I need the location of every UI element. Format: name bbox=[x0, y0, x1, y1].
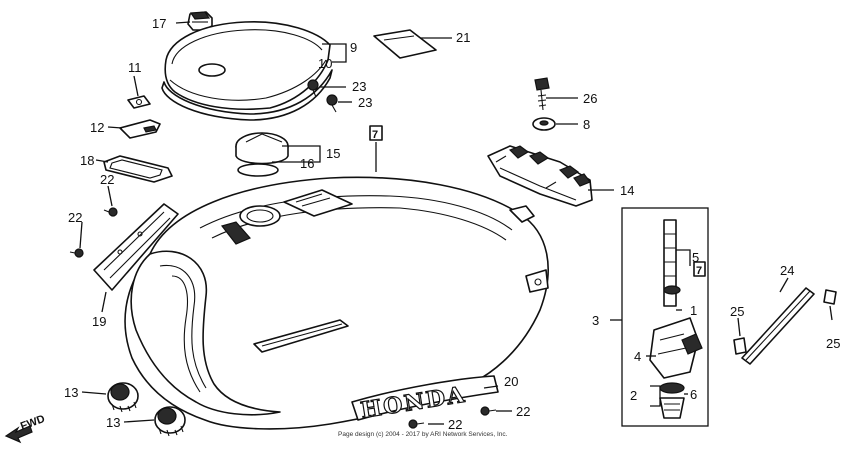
part-22-screws-bottom bbox=[408, 406, 497, 429]
callout-19: 19 bbox=[92, 314, 106, 329]
part-7-ref-box-valve bbox=[693, 261, 706, 277]
callout-9: 9 bbox=[350, 40, 357, 55]
part-19-side-rubber bbox=[93, 203, 179, 291]
callout-11: 11 bbox=[128, 60, 142, 75]
callout-22b: 22 bbox=[68, 210, 82, 225]
callout-2: 2 bbox=[630, 388, 637, 403]
callout-22a: 22 bbox=[100, 172, 114, 187]
callout-8: 8 bbox=[583, 117, 590, 132]
callout-numbers: 17 9 10 21 23 23 11 12 18 22 22 19 26 8 … bbox=[64, 16, 840, 432]
part-15-fuel-cap bbox=[235, 132, 289, 177]
part-11-plate bbox=[127, 95, 151, 109]
callout-23b: 23 bbox=[358, 95, 372, 110]
part-7-ref-box-top bbox=[369, 125, 383, 141]
part-9-top-cover bbox=[161, 21, 333, 121]
callout-12: 12 bbox=[90, 120, 104, 135]
fwd-label: FWD bbox=[19, 413, 47, 433]
forward-direction-arrow: FWD bbox=[4, 413, 47, 444]
callout-22d: 22 bbox=[448, 417, 462, 432]
part-25-hose-clips bbox=[733, 289, 837, 355]
callout-21: 21 bbox=[456, 30, 470, 45]
callout-26: 26 bbox=[583, 91, 597, 106]
part-13-grommets bbox=[107, 382, 186, 437]
callout-18: 18 bbox=[80, 153, 94, 168]
part-24-fuel-hose bbox=[741, 287, 815, 365]
callout-5: 5 bbox=[692, 250, 699, 265]
part-22-screws-left bbox=[69, 207, 118, 258]
part-23-bolts bbox=[307, 79, 338, 113]
part-18-gasket bbox=[103, 155, 173, 183]
callout-15: 15 bbox=[326, 146, 340, 161]
part-14-mount-rubbers bbox=[487, 145, 593, 207]
part-fuel-tank bbox=[124, 176, 549, 430]
callout-16: 16 bbox=[300, 156, 314, 171]
part-12-clip bbox=[119, 119, 161, 139]
callout-6: 6 bbox=[690, 387, 697, 402]
callout-13a: 13 bbox=[64, 385, 78, 400]
part-8-washer bbox=[532, 117, 556, 131]
callout-7b: 7 bbox=[696, 265, 702, 277]
callout-20: 20 bbox=[504, 374, 518, 389]
callout-23a: 23 bbox=[352, 79, 366, 94]
callout-4: 4 bbox=[634, 349, 641, 364]
callout-10: 10 bbox=[318, 56, 332, 71]
callout-1: 1 bbox=[690, 303, 697, 318]
leader-lines bbox=[79, 21, 833, 425]
callout-13b: 13 bbox=[106, 415, 120, 430]
callout-24: 24 bbox=[780, 263, 794, 278]
callout-7a: 7 bbox=[372, 129, 378, 141]
callout-22c: 22 bbox=[516, 404, 530, 419]
callout-14: 14 bbox=[620, 183, 634, 198]
part-26-bolt bbox=[534, 77, 550, 111]
part-21-label bbox=[373, 29, 437, 59]
copyright-text: Page design (c) 2004 - 2017 by ARI Netwo… bbox=[338, 431, 508, 438]
callout-25b: 25 bbox=[826, 336, 840, 351]
callout-3: 3 bbox=[592, 313, 599, 328]
callout-25a: 25 bbox=[730, 304, 744, 319]
callout-17: 17 bbox=[152, 16, 166, 31]
fuel-valve-box bbox=[621, 207, 709, 427]
